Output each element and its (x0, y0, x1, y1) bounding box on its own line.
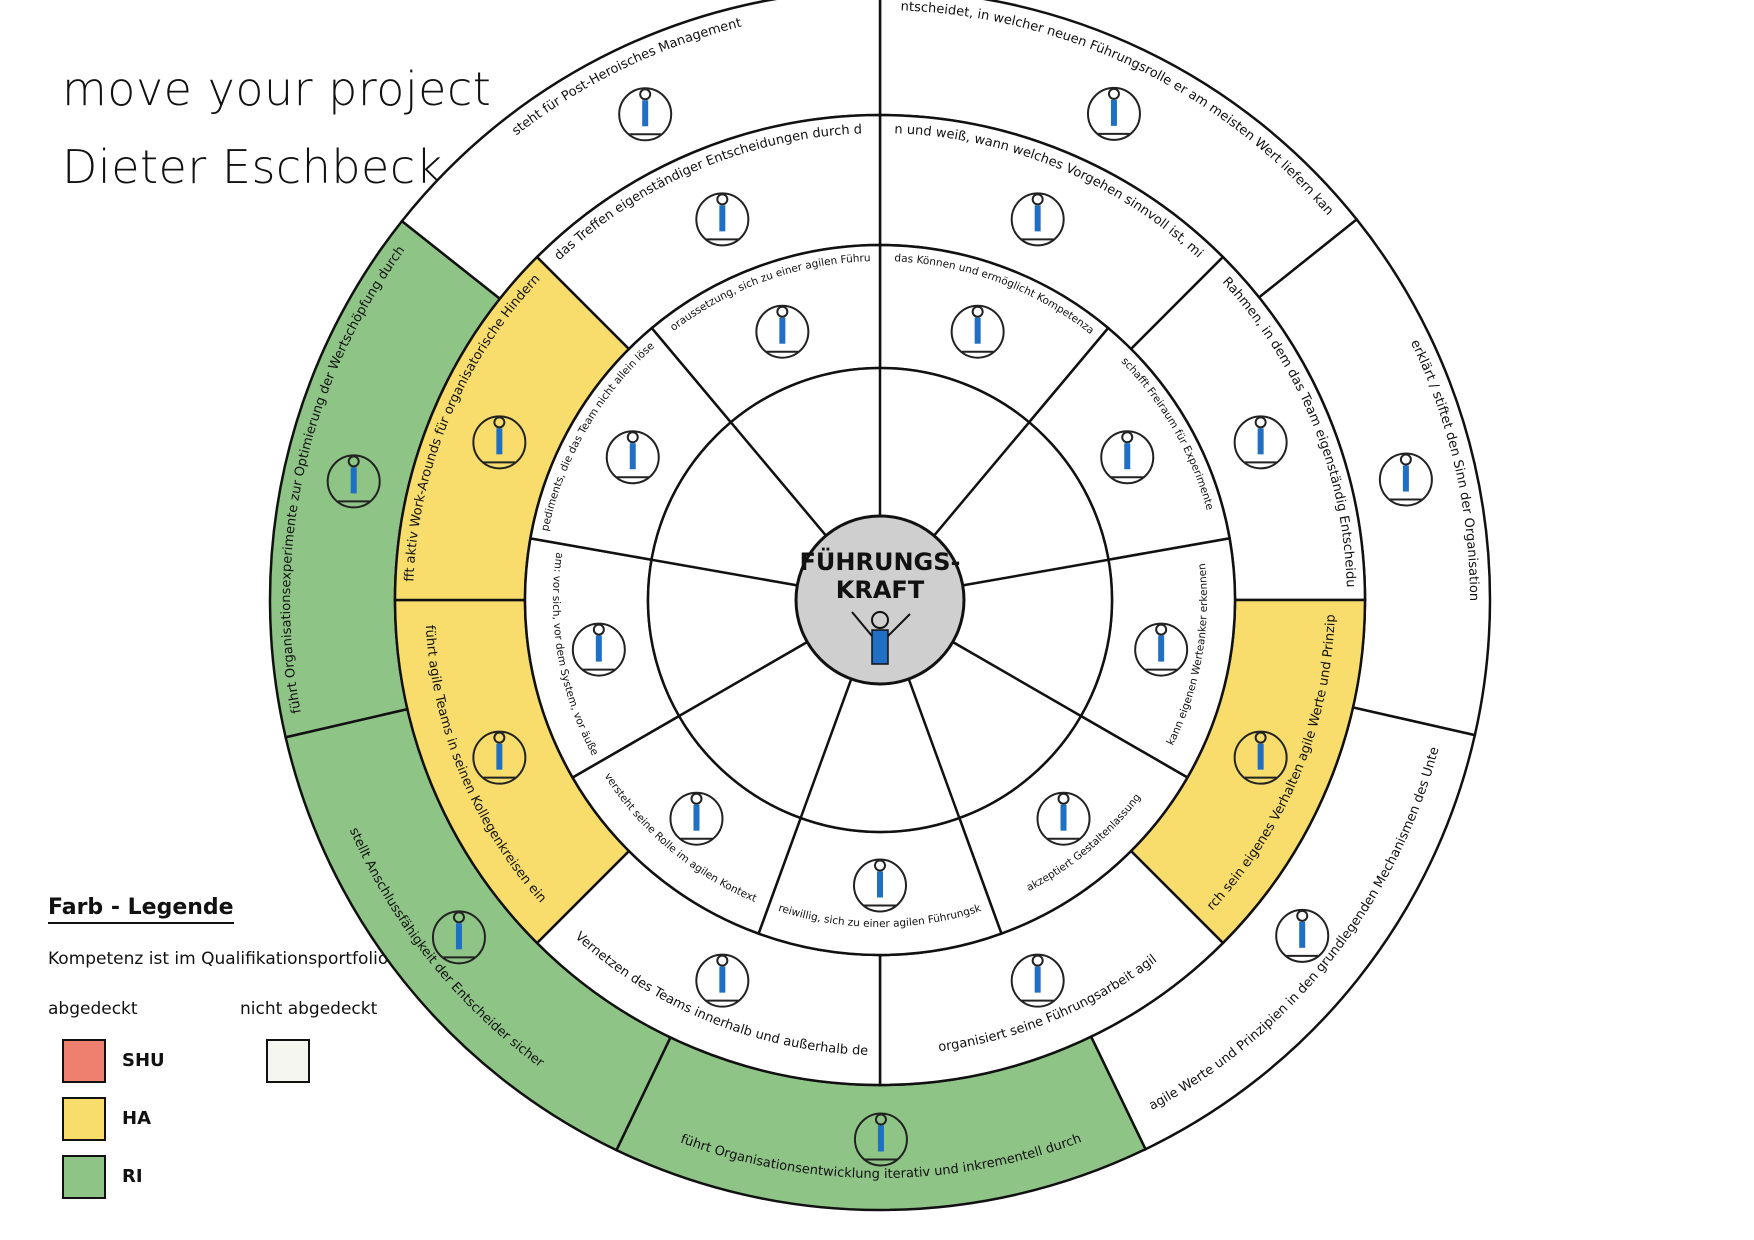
experiment-box-icon (1100, 430, 1155, 485)
legend-label-ha: HA (122, 1108, 151, 1129)
inner-ring-segment: akzeptiert Gestaltenlassung (957, 714, 1190, 936)
center-circle: FÜHRUNGS-KRAFT (794, 514, 966, 686)
legend-swatch-ri (62, 1155, 106, 1199)
center-title-line1: FÜHRUNGS- (800, 546, 961, 576)
flag-path-icon (1036, 791, 1091, 846)
outer-ring-segment: führt Organisationsexperimente zur Optim… (268, 219, 502, 739)
legend-swatch-shu (62, 1039, 106, 1083)
push-arrow-icon (755, 304, 810, 359)
anchor-icon (1134, 622, 1189, 677)
color-legend: Farb - Legende Kompetenz ist im Qualifik… (48, 895, 408, 1215)
team-group-icon (618, 87, 673, 142)
center-title-line2: KRAFT (836, 576, 925, 604)
author-name: Dieter Eschbeck (62, 140, 443, 194)
frame-arrow-icon (1233, 415, 1288, 470)
legend-label-ri: RI (122, 1166, 143, 1187)
compass-flag-icon (1233, 730, 1288, 785)
decision-icon (695, 192, 750, 247)
connected-groups-icon (431, 910, 486, 965)
shield-circle-icon (571, 622, 626, 677)
legend-title: Farb - Legende (48, 895, 234, 924)
detour-arrow-icon (472, 415, 527, 470)
obstacle-icon (605, 430, 660, 485)
legend-label-shu: SHU (122, 1050, 165, 1071)
spiral-building-icon (853, 1112, 908, 1167)
legend-swatch-ha (62, 1097, 106, 1141)
discussion-bubble-icon (1010, 192, 1065, 247)
legend-swatch-not-covered (266, 1039, 310, 1083)
network-icon (695, 953, 750, 1008)
thought-bubbles-ladder-icon (1086, 86, 1141, 141)
title: move your project (62, 62, 492, 116)
lightbulb-building-icon (1378, 452, 1433, 507)
outer-ring-segment: stellt Anschlussfähigkeit der Entscheide… (284, 707, 673, 1152)
legend-covered-label: abgedeckt (48, 999, 138, 1019)
legend-subtitle: Kompetenz ist im Qualifikationsportfolio (48, 949, 389, 969)
kanban-arrow-icon (1010, 953, 1065, 1008)
experiment-building-icon (326, 454, 381, 509)
compass-building-icon (1275, 908, 1330, 963)
agile-sign-icon (853, 858, 907, 913)
puzzle-icon (950, 304, 1005, 359)
team-board-icon (472, 730, 527, 785)
leader-figure-icon (851, 611, 911, 665)
legend-not-covered-label: nicht abgedeckt (240, 999, 378, 1019)
gears-spiral-icon (669, 791, 724, 846)
